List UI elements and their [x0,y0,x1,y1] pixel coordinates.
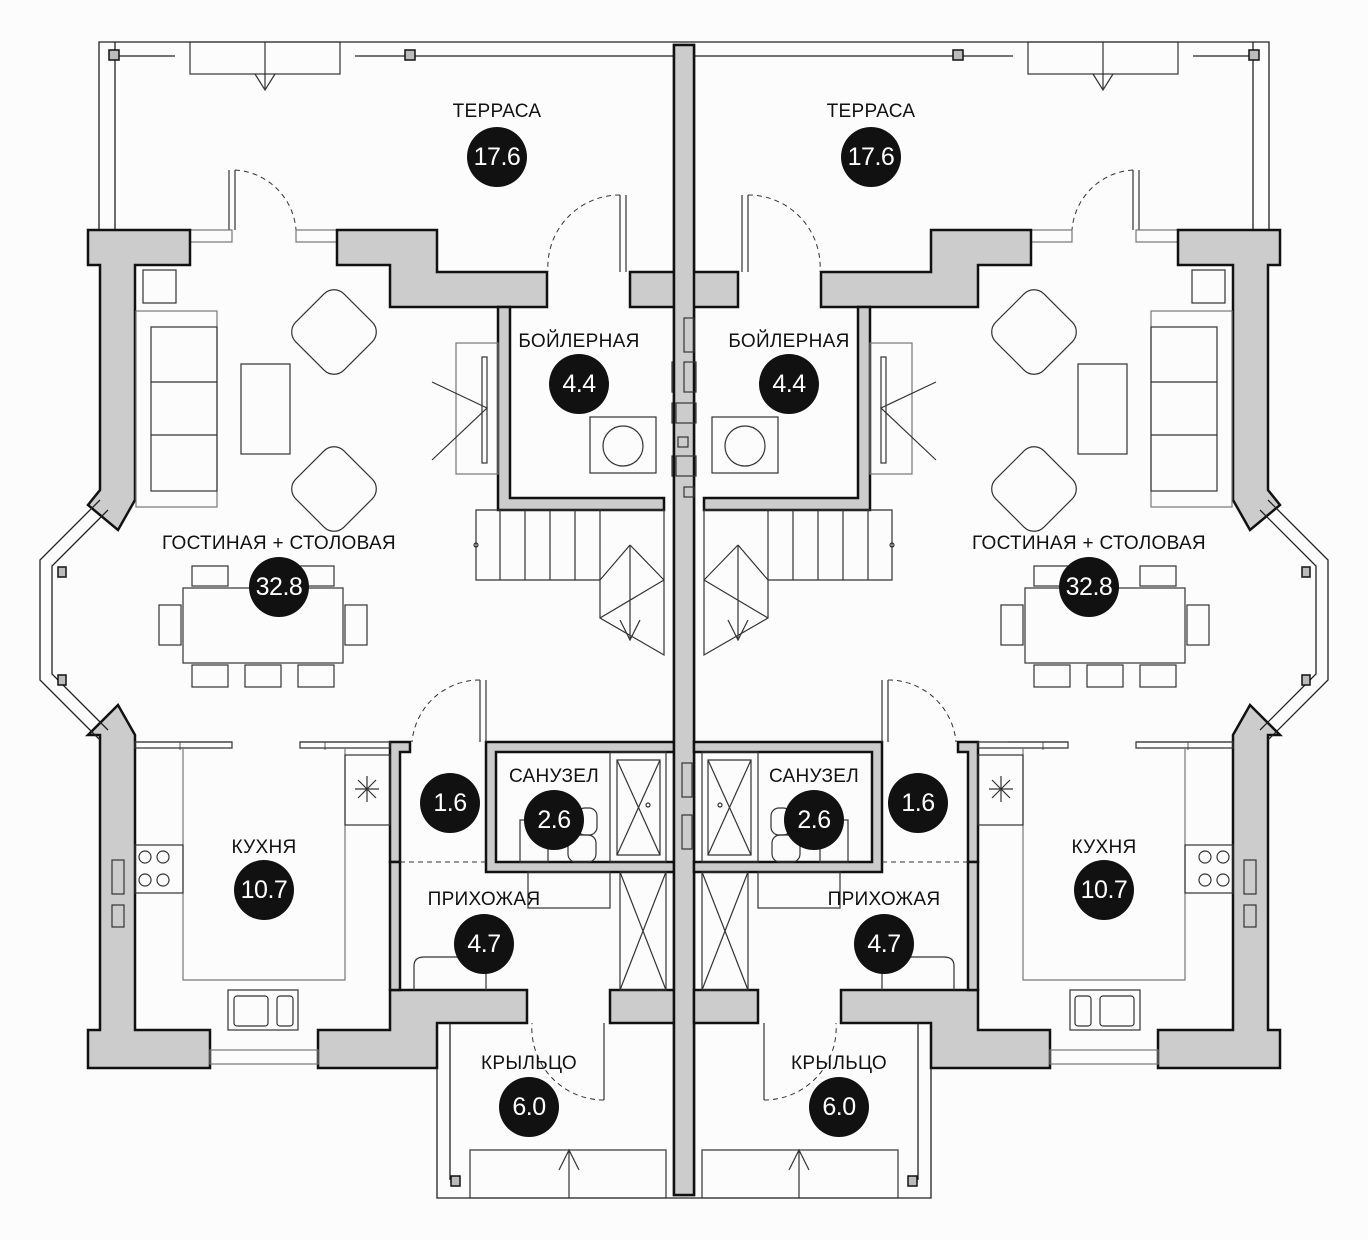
area-badge: 4.7 [454,914,514,974]
room-label: САНУЗЕЛ [509,766,599,787]
svg-text:6.0: 6.0 [822,1093,855,1121]
room-label: ГОСТИНАЯ + СТОЛОВАЯ [972,533,1206,554]
area-badge: 2.6 [784,790,844,850]
svg-text:4.4: 4.4 [562,370,596,398]
room-label: ПРИХОЖАЯ [828,889,941,910]
area-badge: 10.7 [1074,860,1134,920]
room-label: БОЙЛЕРНАЯ [518,330,639,352]
area-badge: 4.4 [759,354,819,414]
room-label: КУХНЯ [232,837,297,858]
room-label: БОЙЛЕРНАЯ [728,330,849,352]
svg-text:2.6: 2.6 [537,806,570,834]
svg-text:17.6: 17.6 [474,143,521,171]
left-unit [38,40,696,1200]
area-badge: 17.6 [467,127,527,187]
room-label: САНУЗЕЛ [769,766,859,787]
room-label: ПРИХОЖАЯ [428,889,541,910]
left-unit-labels: ТЕРРАСА 17.6 БОЙЛЕРНАЯ 4.4 ГОСТИНАЯ + СТ… [162,101,639,1137]
svg-text:32.8: 32.8 [256,573,303,601]
area-badge: 32.8 [249,557,309,617]
svg-text:10.7: 10.7 [1081,876,1128,904]
area-badge: 1.6 [420,773,480,833]
room-label: КУХНЯ [1072,837,1137,858]
area-badge: 32.8 [1059,557,1119,617]
area-badge: 6.0 [499,1077,559,1137]
room-label: КРЫЛЬЦО [791,1053,887,1074]
area-badge: 10.7 [234,860,294,920]
room-label: КРЫЛЬЦО [481,1053,577,1074]
area-badge: 6.0 [809,1077,869,1137]
svg-text:4.7: 4.7 [467,930,500,958]
area-badge: 4.4 [549,354,609,414]
svg-text:17.6: 17.6 [848,143,895,171]
area-badge: 17.6 [841,127,901,187]
svg-text:6.0: 6.0 [512,1093,545,1121]
svg-text:1.6: 1.6 [433,789,466,817]
area-badge: 2.6 [524,790,584,850]
right-unit [672,40,1330,1200]
svg-text:10.7: 10.7 [241,876,288,904]
svg-text:1.6: 1.6 [901,789,934,817]
right-unit-labels: ТЕРРАСА 17.6 БОЙЛЕРНАЯ 4.4 ГОСТИНАЯ + СТ… [728,101,1206,1137]
room-label: ГОСТИНАЯ + СТОЛОВАЯ [162,533,396,554]
svg-text:32.8: 32.8 [1066,573,1113,601]
svg-text:2.6: 2.6 [797,806,830,834]
room-label: ТЕРРАСА [453,101,542,122]
area-badge: 4.7 [854,914,914,974]
svg-text:4.7: 4.7 [867,930,900,958]
svg-text:4.4: 4.4 [772,370,806,398]
room-label: ТЕРРАСА [827,101,916,122]
area-badge: 1.6 [888,773,948,833]
